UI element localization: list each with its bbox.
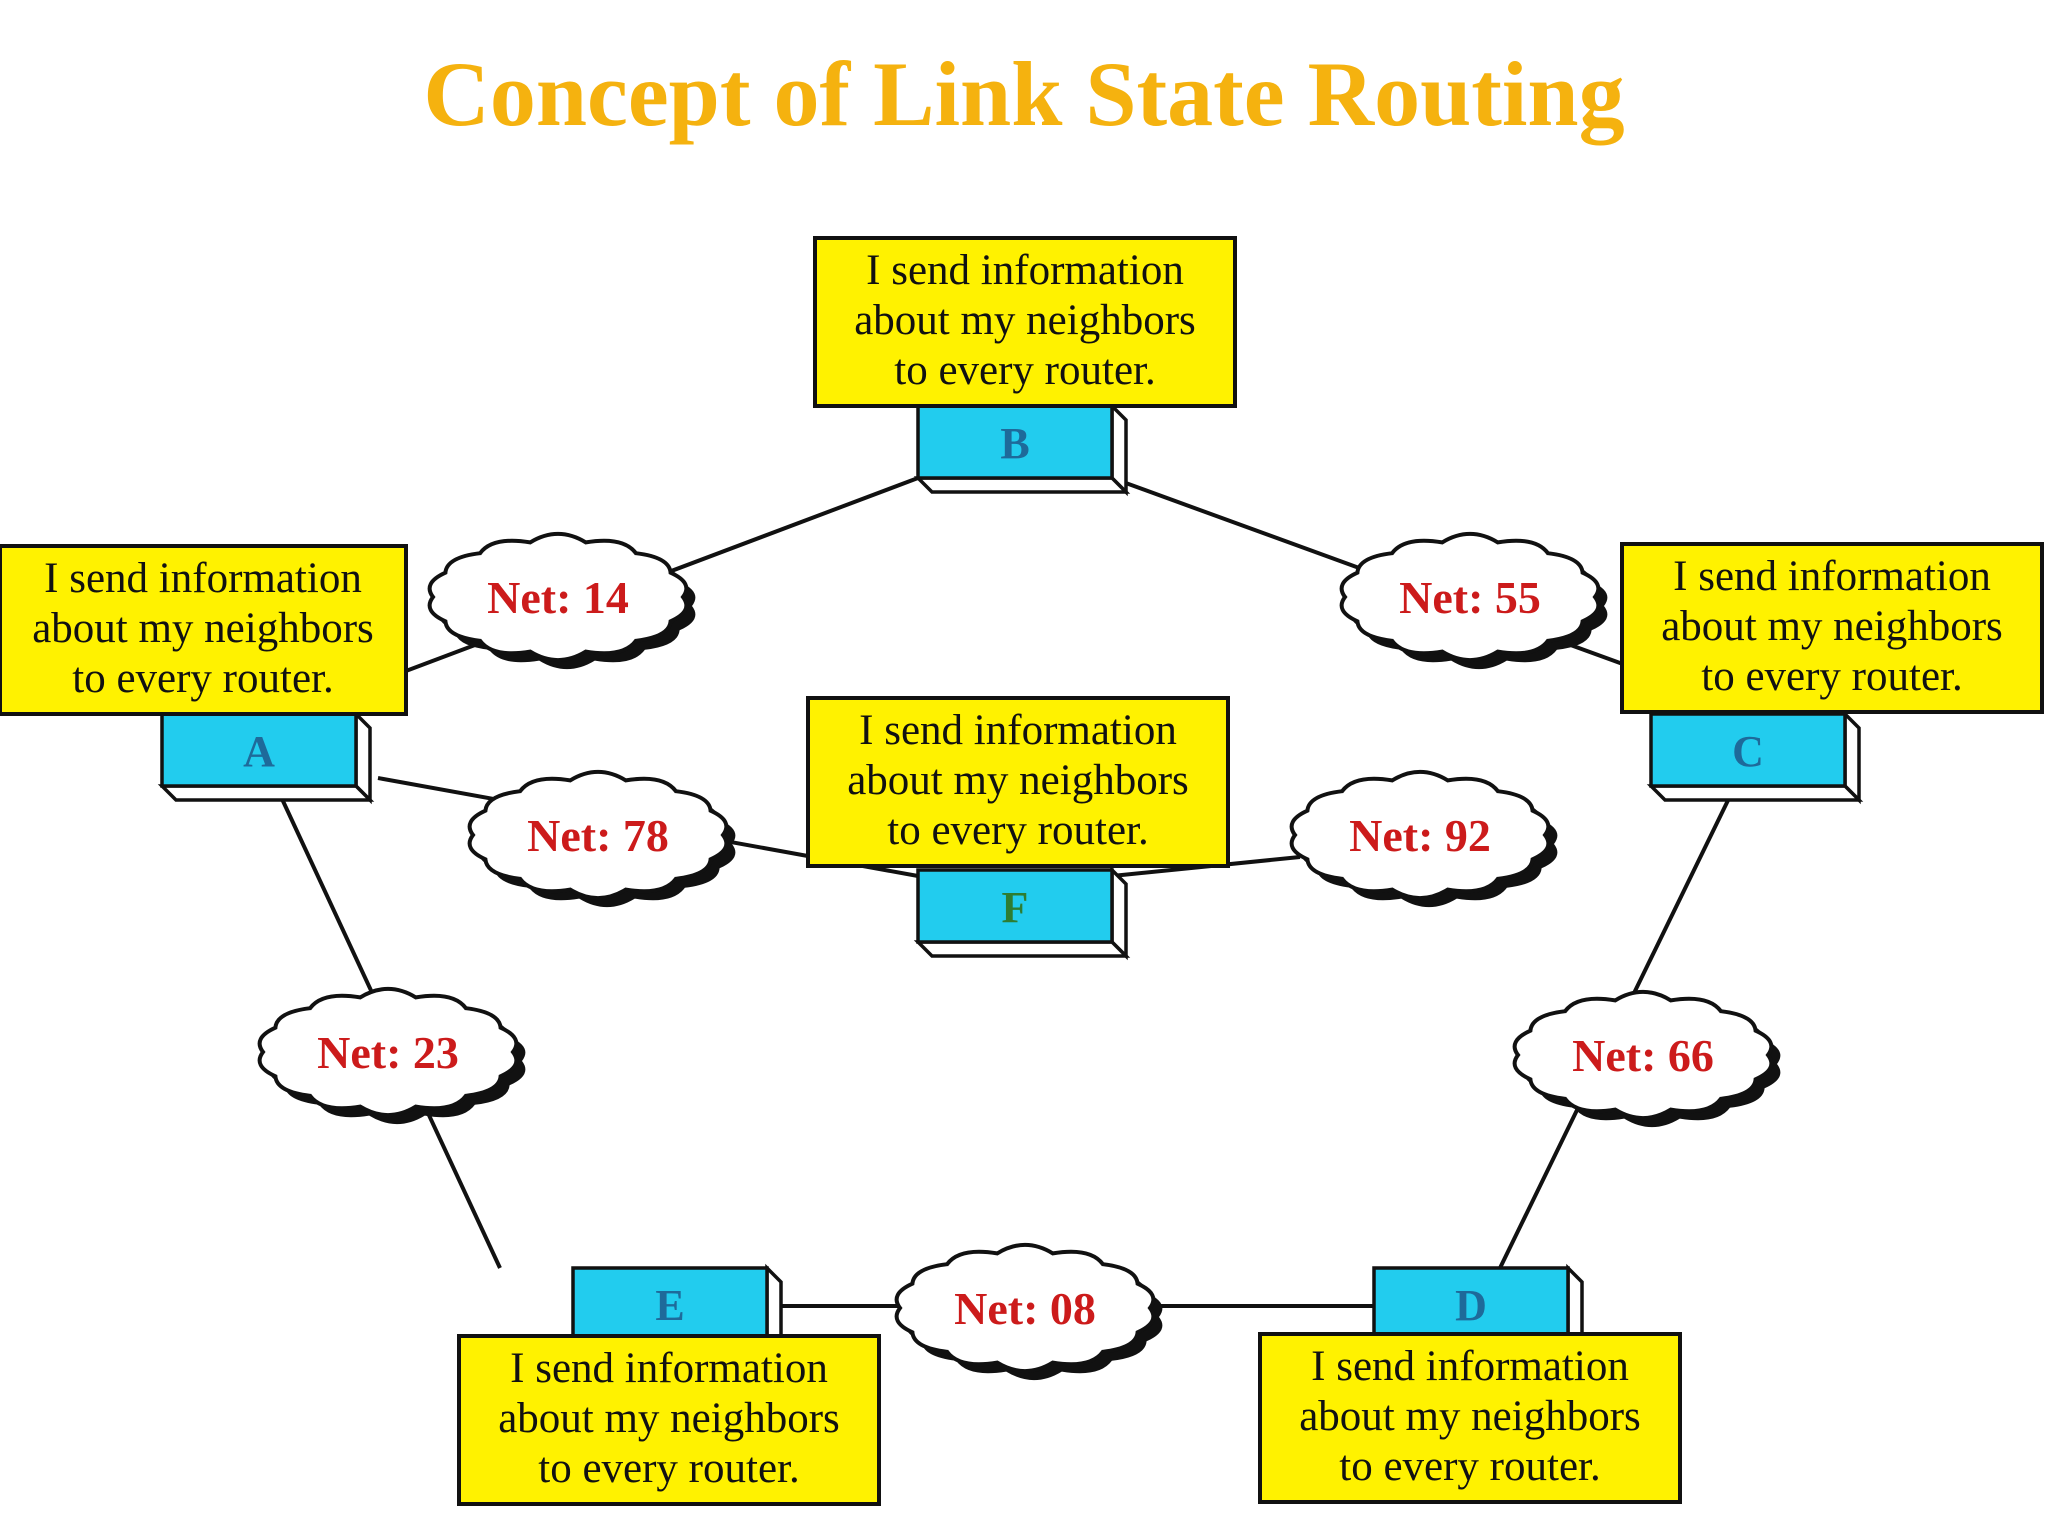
router-label: B: [1000, 419, 1029, 468]
cloud-icon: [257, 986, 519, 1118]
cloud-icon: [1339, 531, 1601, 663]
network-cloud-net08: Net: 08: [894, 1242, 1163, 1381]
message-line: I send information: [44, 555, 362, 602]
router-bottom-face: [157, 784, 375, 802]
message-line: about my neighbors: [847, 757, 1189, 804]
message-box-background: [457, 1334, 881, 1506]
router-bottom-face: [913, 940, 1131, 958]
router-label: F: [1002, 883, 1029, 932]
router-icon: [160, 712, 358, 788]
router-icon: [1649, 712, 1847, 788]
message-box-background: [1258, 1332, 1682, 1504]
router-a: A: [157, 709, 375, 805]
message-box-background: [806, 696, 1230, 868]
network-label: Net: 55: [1399, 572, 1541, 623]
cloud-icon: [1512, 989, 1774, 1121]
router-icon: [916, 404, 1114, 480]
message-box-background: [0, 544, 408, 716]
cloud-icon: [467, 769, 729, 901]
network-cloud-net14: Net: 14: [427, 531, 696, 670]
router-bottom-face: [1646, 784, 1864, 802]
network-cloud-net92: Net: 92: [1289, 769, 1558, 908]
network-label: Net: 78: [527, 810, 669, 861]
message-line: to every router.: [72, 655, 334, 702]
message-line: I send information: [859, 707, 1177, 754]
page-title: Concept of Link State Routing: [423, 43, 1625, 145]
network-cloud-net55: Net: 55: [1339, 531, 1608, 670]
routers-layer: A B C D E F: [157, 401, 1864, 1359]
router-b: B: [913, 401, 1131, 497]
message-line: to every router.: [1701, 653, 1963, 700]
message-line: about my neighbors: [854, 297, 1196, 344]
router-f: F: [913, 865, 1131, 961]
network-cloud-net66: Net: 66: [1512, 989, 1781, 1128]
cloud-icon: [427, 531, 689, 663]
router-label: C: [1732, 727, 1764, 776]
message-line: about my neighbors: [1299, 1393, 1641, 1440]
router-icon: [916, 868, 1114, 944]
message-box-background: [813, 236, 1237, 408]
router-bottom-face: [913, 476, 1131, 494]
network-label: Net: 08: [954, 1283, 1096, 1334]
message-line: I send information: [1673, 553, 1991, 600]
message-line: I send information: [1311, 1343, 1629, 1390]
message-line: about my neighbors: [32, 605, 374, 652]
message-line: I send information: [866, 247, 1184, 294]
message-line: I send information: [510, 1345, 828, 1392]
network-label: Net: 66: [1572, 1030, 1714, 1081]
message-line: about my neighbors: [1661, 603, 2003, 650]
router-label: A: [243, 727, 275, 776]
network-label: Net: 23: [317, 1027, 459, 1078]
message-line: to every router.: [538, 1445, 800, 1492]
network-label: Net: 14: [487, 572, 629, 623]
router-c: C: [1646, 709, 1864, 805]
network-label: Net: 92: [1349, 810, 1491, 861]
network-cloud-net78: Net: 78: [467, 769, 736, 908]
router-label: E: [655, 1281, 684, 1330]
cloud-icon: [1289, 769, 1551, 901]
message-line: to every router.: [887, 807, 1149, 854]
network-clouds-layer: Net: 14 Net: 55 Net: 78 Net: 92 Net: 23 Net: …: [257, 531, 1781, 1381]
cloud-icon: [894, 1242, 1156, 1374]
message-line: to every router.: [894, 347, 1156, 394]
message-line: to every router.: [1339, 1443, 1601, 1490]
network-cloud-net23: Net: 23: [257, 986, 526, 1125]
router-label: D: [1455, 1281, 1487, 1330]
message-line: about my neighbors: [498, 1395, 840, 1442]
message-box-background: [1620, 542, 2044, 714]
